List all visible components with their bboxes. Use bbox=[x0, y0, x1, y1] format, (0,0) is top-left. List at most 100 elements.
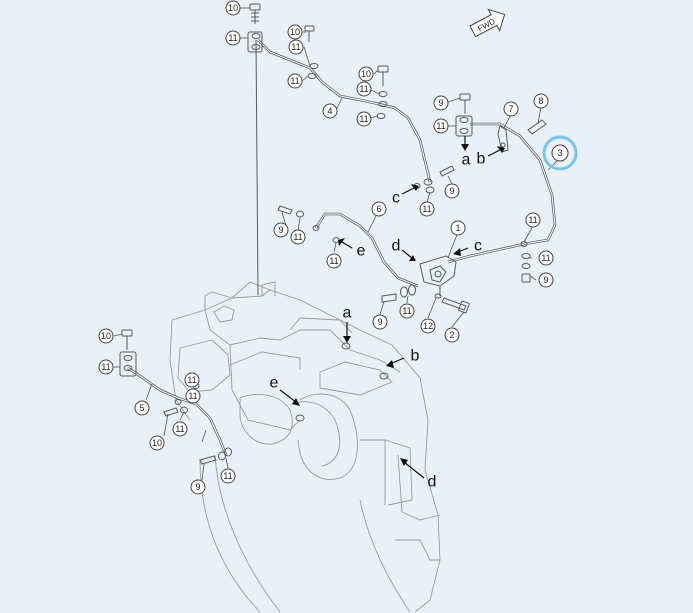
svg-text:11: 11 bbox=[290, 76, 299, 86]
svg-text:3: 3 bbox=[557, 148, 562, 158]
callout-11-top: 11 bbox=[225, 30, 241, 46]
callout-2: 2 bbox=[444, 327, 460, 343]
svg-text:10: 10 bbox=[152, 438, 162, 448]
callout-11-o: 11 bbox=[538, 250, 554, 266]
letter-c-top: c bbox=[392, 190, 400, 207]
bolt-10-b bbox=[304, 25, 315, 42]
callout-11-z: 11 bbox=[220, 468, 236, 484]
callout-9-r: 9 bbox=[372, 314, 388, 330]
svg-text:10: 10 bbox=[228, 3, 238, 13]
svg-text:11: 11 bbox=[175, 424, 184, 434]
callout-11-l: 11 bbox=[290, 229, 306, 245]
fitting-lower bbox=[192, 342, 389, 422]
svg-text:11: 11 bbox=[223, 471, 232, 481]
callout-11-f: 11 bbox=[356, 111, 372, 127]
svg-text:11: 11 bbox=[359, 114, 368, 124]
washer-top-1 bbox=[309, 63, 319, 69]
svg-text:2: 2 bbox=[449, 330, 454, 340]
svg-text:b: b bbox=[411, 348, 420, 365]
callout-10-b: 10 bbox=[287, 24, 303, 40]
svg-text:9: 9 bbox=[543, 275, 548, 285]
callout-11-c: 11 bbox=[287, 73, 303, 89]
svg-text:11: 11 bbox=[422, 204, 431, 214]
svg-text:11: 11 bbox=[402, 306, 411, 316]
svg-text:12: 12 bbox=[423, 321, 433, 331]
callout-1: 1 bbox=[450, 220, 466, 236]
svg-text:9: 9 bbox=[278, 225, 283, 235]
svg-text:9: 9 bbox=[377, 317, 382, 327]
callout-11-e: 11 bbox=[356, 81, 372, 97]
callout-5: 5 bbox=[134, 400, 150, 416]
svg-text:11: 11 bbox=[101, 362, 110, 372]
callout-11-p: 11 bbox=[0, 0, 5, 5]
callout-11-u: 11 bbox=[98, 359, 114, 375]
callout-11-m: 11 bbox=[326, 253, 342, 269]
callout-4: 4 bbox=[322, 103, 338, 119]
svg-text:a: a bbox=[462, 152, 471, 169]
svg-text:5: 5 bbox=[139, 403, 144, 413]
svg-text:a: a bbox=[343, 305, 352, 322]
fwd-indicator: FWD bbox=[469, 8, 506, 38]
callout-9-k: 9 bbox=[273, 222, 289, 238]
bolt-10-x bbox=[163, 399, 188, 417]
callout-10-x: 10 bbox=[149, 435, 165, 451]
clamp-7 bbox=[497, 125, 509, 153]
callout-3: 3 bbox=[551, 144, 569, 162]
callout-9-g: 9 bbox=[433, 95, 449, 111]
bolt-10-top bbox=[249, 3, 261, 24]
pipe-5 bbox=[127, 366, 228, 456]
callout-11-v: 11 bbox=[184, 372, 200, 388]
svg-text:10: 10 bbox=[101, 331, 111, 341]
callout-10-d: 10 bbox=[358, 66, 374, 82]
fitting-mid-2 bbox=[520, 241, 531, 283]
letter-b-body: b bbox=[411, 348, 420, 365]
svg-text:4: 4 bbox=[327, 106, 332, 116]
callout-7: 7 bbox=[503, 101, 519, 117]
callout-10-t: 10 bbox=[98, 328, 114, 344]
callout-8: 8 bbox=[533, 93, 549, 109]
callout-11-n: 11 bbox=[525, 212, 541, 228]
callout-11-s: 11 bbox=[399, 303, 415, 319]
callout-11-b: 11 bbox=[288, 39, 304, 55]
svg-text:10: 10 bbox=[290, 27, 300, 37]
callout-11-w: 11 bbox=[172, 421, 188, 437]
housing-body bbox=[169, 281, 441, 613]
letter-e-body: e bbox=[270, 375, 279, 392]
pipe-6 bbox=[314, 212, 419, 288]
top-bracket bbox=[247, 31, 263, 53]
callout-12: 12 bbox=[420, 318, 436, 334]
bolt-8 bbox=[527, 119, 547, 135]
svg-text:10: 10 bbox=[361, 69, 371, 79]
svg-text:1: 1 bbox=[455, 223, 460, 233]
bolt-9-k bbox=[277, 205, 340, 243]
svg-text:11: 11 bbox=[188, 391, 197, 401]
svg-text:11: 11 bbox=[329, 256, 338, 266]
bolt-9-r bbox=[381, 284, 416, 303]
svg-text:11: 11 bbox=[528, 215, 537, 225]
callout-11-y: 11 bbox=[185, 388, 201, 404]
washer-top-3 bbox=[378, 91, 388, 97]
callout-9-q: 9 bbox=[538, 272, 554, 288]
svg-text:11: 11 bbox=[228, 33, 237, 43]
callout-9-i: 9 bbox=[444, 183, 460, 199]
callout-6: 6 bbox=[371, 201, 387, 217]
washer-top-4 bbox=[378, 101, 388, 107]
left-bracket bbox=[119, 351, 137, 377]
letter-d-body: d bbox=[428, 474, 437, 491]
svg-text:c: c bbox=[392, 190, 400, 207]
svg-text:9: 9 bbox=[449, 186, 454, 196]
washer-top-5 bbox=[376, 113, 386, 119]
svg-text:6: 6 bbox=[376, 204, 381, 214]
callout-10-top: 10 bbox=[225, 0, 241, 16]
pipe-4 bbox=[257, 39, 432, 183]
svg-text:d: d bbox=[392, 238, 401, 255]
svg-text:11: 11 bbox=[436, 121, 445, 131]
washer-top-2 bbox=[307, 73, 317, 79]
svg-text:11: 11 bbox=[291, 42, 300, 52]
svg-text:11: 11 bbox=[293, 232, 302, 242]
washer-12 bbox=[434, 293, 442, 299]
bolt-10-d bbox=[377, 65, 389, 86]
callout-9-aa: 9 bbox=[190, 479, 206, 495]
svg-text:7: 7 bbox=[508, 104, 513, 114]
